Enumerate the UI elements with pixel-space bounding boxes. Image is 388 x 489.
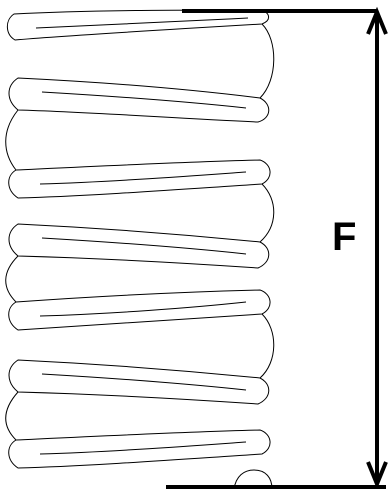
spring-coil-4 bbox=[8, 223, 270, 269]
coil-spring bbox=[5, 9, 275, 489]
force-arrowhead-bottom bbox=[366, 461, 388, 489]
force-arrowhead-top bbox=[366, 6, 388, 35]
spring-coil-2 bbox=[8, 77, 270, 123]
spring-coil-1 bbox=[6, 9, 269, 41]
spring-coil-5 bbox=[8, 289, 271, 331]
force-arrow bbox=[366, 6, 388, 489]
spring-coil-6 bbox=[8, 359, 270, 405]
force-label: F bbox=[332, 215, 356, 259]
spring-end-coil bbox=[233, 469, 273, 489]
spring-coil-3 bbox=[8, 159, 271, 199]
spring-helix-front bbox=[5, 23, 275, 441]
spring-coil-7 bbox=[8, 429, 271, 469]
